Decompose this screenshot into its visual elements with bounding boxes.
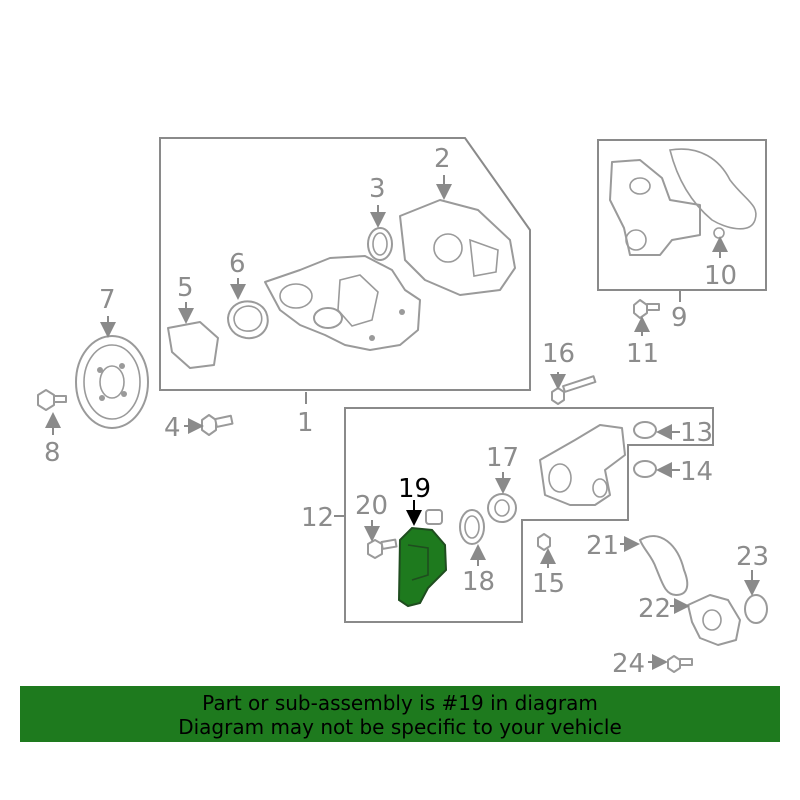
callout-4: 4 — [164, 413, 181, 443]
callout-14: 14 — [680, 457, 713, 487]
bolt-part-11 — [633, 299, 660, 319]
bolt-part-15 — [537, 533, 551, 551]
callout-12: 12 — [301, 503, 334, 533]
callout-20: 20 — [355, 491, 388, 521]
assembly-part-9 — [609, 148, 757, 256]
callout-22: 22 — [638, 594, 671, 624]
callout-7: 7 — [99, 285, 116, 315]
info-banner: Part or sub-assembly is #19 in diagram D… — [20, 686, 780, 742]
callout-24: 24 — [612, 649, 645, 679]
banner-line-1: Part or sub-assembly is #19 in diagram — [202, 691, 598, 715]
group-box-9 — [597, 139, 767, 291]
housing-part-12 — [539, 424, 626, 506]
callout-9: 9 — [671, 303, 688, 333]
thermostat-part-17 — [487, 493, 517, 523]
water-pump-part-1 — [264, 255, 421, 351]
pulley-part-7 — [75, 335, 149, 429]
callout-5: 5 — [177, 273, 194, 303]
callout-15: 15 — [532, 569, 565, 599]
callout-6: 6 — [229, 249, 246, 279]
callout-21: 21 — [586, 531, 619, 561]
callout-2: 2 — [434, 144, 451, 174]
fitting-part-22 — [687, 594, 741, 646]
group-box-1 — [159, 137, 531, 391]
callout-18: 18 — [462, 567, 495, 597]
callout-23: 23 — [736, 542, 769, 572]
callout-10: 10 — [704, 261, 737, 291]
highlighted-part-19[interactable] — [397, 526, 448, 608]
hose-part-21 — [639, 535, 689, 596]
seal-part-18 — [459, 509, 485, 545]
callout-8: 8 — [44, 438, 61, 468]
gasket-part-5 — [167, 321, 219, 369]
callout-11: 11 — [626, 339, 659, 369]
callout-16: 16 — [542, 339, 575, 369]
callout-1: 1 — [297, 408, 314, 438]
callout-19: 19 — [398, 474, 431, 504]
oring-part-3 — [367, 227, 393, 261]
bushing — [425, 509, 443, 525]
oring-part-13 — [633, 421, 657, 439]
bolt-part-24 — [667, 655, 693, 673]
callout-3: 3 — [369, 174, 386, 204]
bolt-part-4 — [201, 414, 234, 436]
oring-part-23 — [744, 594, 768, 624]
oring-part-14 — [633, 460, 657, 478]
group-box-12 — [344, 407, 714, 623]
callout-17: 17 — [486, 443, 519, 473]
bolt-part-8 — [37, 389, 67, 411]
banner-line-2: Diagram may not be specific to your vehi… — [178, 715, 622, 739]
oring-part-6 — [227, 300, 269, 340]
gasket-part-2 — [399, 199, 516, 296]
callout-13: 13 — [680, 418, 713, 448]
bolt-part-20 — [367, 538, 398, 559]
